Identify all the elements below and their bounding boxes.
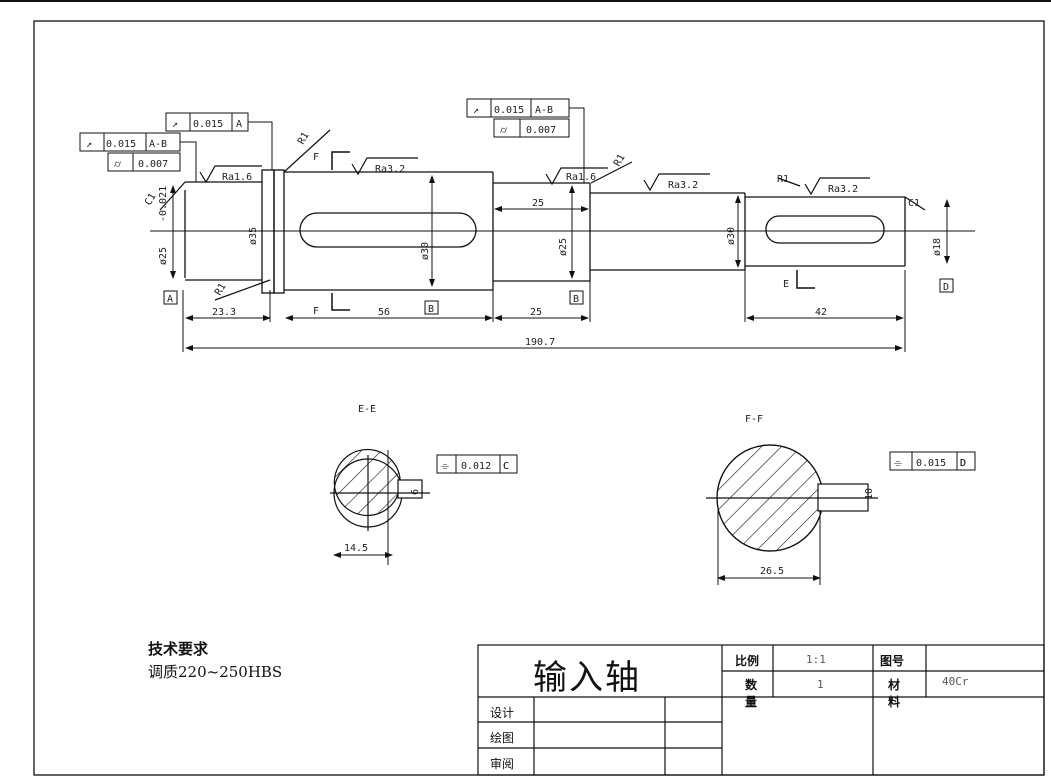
dia-3: ø30 xyxy=(420,242,431,260)
roughness-label: Ra3.2 xyxy=(375,164,405,175)
section-mark-f: F xyxy=(313,306,319,317)
dia-2: ø35 xyxy=(248,227,259,245)
chamfer-label: R1 xyxy=(296,131,312,147)
fcf-sym: ⌯ xyxy=(894,458,902,469)
gdt-frames xyxy=(79,98,976,474)
fcf-val: 0.007 xyxy=(526,125,556,136)
dia-4: ø25 xyxy=(558,238,569,256)
dim-seg3: 25 xyxy=(530,307,542,318)
dimension-lines xyxy=(170,175,950,352)
dia-6: ø18 xyxy=(932,238,943,256)
dim-seg3-top: 25 xyxy=(532,198,544,209)
datum-b: B xyxy=(573,294,579,305)
scale-label: 比例 xyxy=(735,654,760,668)
chamfer-label: R1 xyxy=(612,153,628,169)
datum-b: B xyxy=(428,304,434,315)
section-view-e xyxy=(330,448,430,565)
fcf-sym: ⌯ xyxy=(441,461,449,472)
dim-total: 190.7 xyxy=(525,337,555,348)
dia-1-tol: -0.021 xyxy=(158,186,169,222)
drawing-no-label: 图号 xyxy=(880,654,905,668)
shaft-main-view xyxy=(150,169,975,294)
dia-5: ø30 xyxy=(726,227,737,245)
fcf-val: 0.007 xyxy=(138,159,168,170)
qty-value: 1 xyxy=(817,678,824,691)
dim-ee-depth: 14.5 xyxy=(344,543,368,554)
part-title: 输入轴 xyxy=(533,658,641,698)
fcf-val: 0.015 xyxy=(193,119,223,130)
chamfer-label: C1 xyxy=(143,192,159,208)
fcf-ref: A xyxy=(236,119,242,130)
fcf-val: 0.015 xyxy=(916,458,946,469)
datum-a: A xyxy=(167,294,173,305)
datum-d: D xyxy=(943,282,949,293)
section-title-f: F-F xyxy=(745,414,763,425)
fcf-sym: ⌭ xyxy=(114,159,122,170)
fcf-sym: ↗ xyxy=(172,119,178,130)
section-mark-e: E xyxy=(783,279,789,290)
dim-seg2: 56 xyxy=(378,307,390,318)
fcf-ref: A-B xyxy=(149,139,167,150)
fcf-ref: C xyxy=(503,461,509,472)
review-label: 审阅 xyxy=(490,757,515,771)
title-block xyxy=(477,644,1045,776)
datum-d: D xyxy=(960,458,966,469)
fcf-val: 0.012 xyxy=(461,461,491,472)
roughness-label: Ra3.2 xyxy=(828,184,858,195)
chamfer-label: R1 xyxy=(213,282,229,298)
tech-notes-heading: 技术要求 xyxy=(148,640,209,658)
fcf-sym: ↗ xyxy=(473,105,479,116)
roughness-label: Ra1.6 xyxy=(222,172,252,183)
section-title-e: E-E xyxy=(358,404,376,415)
tech-notes-text: 调质220~250HBS xyxy=(148,663,283,681)
dim-seg1: 23.3 xyxy=(212,307,236,318)
fcf-val: 0.015 xyxy=(494,105,524,116)
dia-1: ø25 xyxy=(158,247,169,265)
tech-notes: 技术要求 调质220~250HBS xyxy=(148,638,282,682)
material-label-1: 材 xyxy=(888,678,901,692)
chamfer-label: R1 xyxy=(777,174,789,185)
section-mark-f: F xyxy=(313,152,319,163)
scale-value: 1:1 xyxy=(806,653,826,666)
material-value: 40Cr xyxy=(942,675,969,688)
dim-ff-depth: 26.5 xyxy=(760,566,784,577)
datum-c: C xyxy=(503,461,509,472)
roughness-label: Ra1.6 xyxy=(566,172,596,183)
qty-label-1: 数 xyxy=(745,678,758,692)
dim-ee-width: 6 xyxy=(410,489,421,495)
dim-ff-width: 10 xyxy=(864,488,875,500)
draw-label: 绘图 xyxy=(490,731,515,745)
fcf-ref: D xyxy=(960,458,966,469)
section-view-f xyxy=(706,444,878,585)
roughness-symbols xyxy=(159,129,926,301)
fcf-val: 0.015 xyxy=(106,139,136,150)
qty-label-2: 量 xyxy=(745,695,758,709)
chamfer-label: C1 xyxy=(908,198,920,209)
design-label: 设计 xyxy=(490,706,515,720)
fcf-sym: ⌭ xyxy=(500,125,508,136)
fcf-ref: A-B xyxy=(535,105,553,116)
dim-seg5: 42 xyxy=(815,307,827,318)
roughness-label: Ra3.2 xyxy=(668,180,698,191)
material-label-2: 料 xyxy=(888,695,901,709)
section-cut-marks xyxy=(331,151,815,311)
fcf-sym: ↗ xyxy=(86,139,92,150)
